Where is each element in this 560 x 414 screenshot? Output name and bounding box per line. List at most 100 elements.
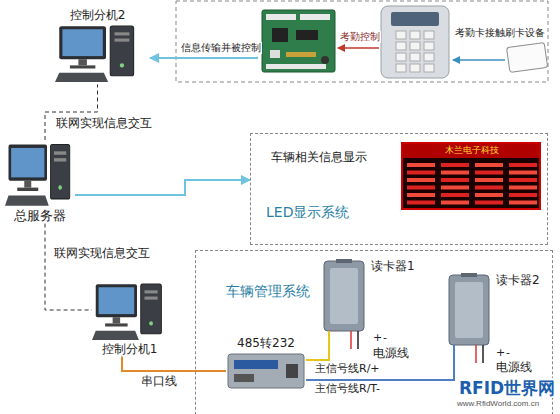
annotation: 考勤卡接触刷卡设备 xyxy=(454,27,546,39)
led-panel xyxy=(475,193,503,197)
led-panel xyxy=(509,186,537,190)
controller-board xyxy=(266,64,326,69)
node-label: LED显示系统 xyxy=(266,204,349,221)
computer-icon xyxy=(145,290,158,293)
controller-board xyxy=(286,52,316,57)
reader-icon xyxy=(475,345,477,363)
edge-label: 联网实现信息交互 xyxy=(55,116,153,130)
node-label: 车辆管理系统 xyxy=(226,283,310,300)
led-panel xyxy=(475,186,503,190)
computer-icon xyxy=(11,148,44,177)
keypad-reader xyxy=(396,42,406,50)
node-label: 控制分机2 xyxy=(70,8,126,22)
led-panel xyxy=(475,171,503,175)
led-panel xyxy=(441,186,469,190)
polarity-mark: - xyxy=(505,346,511,359)
keypad-reader xyxy=(410,53,420,61)
node-label: 读卡器2 xyxy=(496,273,540,287)
reader-icon xyxy=(336,259,352,263)
keypad-reader xyxy=(396,64,406,72)
keypad-reader xyxy=(424,31,434,39)
computer-icon xyxy=(78,60,87,66)
reader-icon xyxy=(330,268,358,324)
reader-icon xyxy=(446,273,492,363)
computer-icon xyxy=(92,280,167,342)
connector xyxy=(75,180,250,195)
card-reader: 读卡器2 xyxy=(446,273,540,363)
led-panel xyxy=(509,201,537,205)
computer-icon xyxy=(59,27,106,60)
controller-board xyxy=(321,56,329,64)
connector xyxy=(306,363,454,380)
computer-icon xyxy=(55,73,108,82)
system-region: 车辆相关信息显示LED显示系统 xyxy=(250,133,548,245)
keypad-reader xyxy=(424,42,434,50)
keypad-reader xyxy=(410,64,420,72)
reader-icon xyxy=(461,273,477,277)
polarity-mark: - xyxy=(382,331,388,344)
computer-icon xyxy=(120,64,124,68)
converter-box: 485转232 xyxy=(226,336,306,392)
led-panel xyxy=(475,163,503,167)
controller-board xyxy=(272,28,288,42)
wire-label: 电源线 xyxy=(372,346,410,360)
keypad-reader xyxy=(424,64,434,72)
id-card xyxy=(507,42,548,72)
controller-board xyxy=(262,10,335,72)
edge-label: 主信号线R/T- xyxy=(314,382,381,395)
computer-icon xyxy=(55,22,140,84)
led-panel xyxy=(509,193,537,197)
led-panel xyxy=(441,178,469,182)
controller-board xyxy=(266,14,296,20)
reader-icon xyxy=(453,345,455,363)
keypad-reader xyxy=(381,6,449,78)
converter-icon xyxy=(234,374,254,382)
led-panel xyxy=(509,178,537,182)
led-panel xyxy=(509,163,537,167)
led-panel xyxy=(441,193,469,197)
converter-icon xyxy=(234,360,278,369)
computer-icon xyxy=(149,321,153,325)
icon-holder xyxy=(226,350,306,392)
computer-icon xyxy=(5,140,75,208)
computer-icon xyxy=(51,145,70,199)
converter-icon xyxy=(286,364,298,378)
reader-icon xyxy=(328,331,330,349)
computer-icon xyxy=(141,284,162,334)
controller-board xyxy=(270,50,280,58)
computer-icon xyxy=(99,287,135,314)
annotation: 考勤控制 xyxy=(339,31,381,43)
led-panel xyxy=(475,201,503,205)
connector xyxy=(45,224,92,310)
led-panel xyxy=(475,178,503,182)
keypad-reader xyxy=(410,31,420,39)
icon-holder xyxy=(92,280,167,342)
node-label: 总服务器 xyxy=(14,208,66,224)
computer-icon xyxy=(96,284,137,317)
led-panel xyxy=(441,163,469,167)
controller-board xyxy=(262,10,335,72)
computer-icon xyxy=(70,66,96,69)
computer-icon xyxy=(105,323,128,326)
converter-icon xyxy=(226,350,306,392)
icon-holder xyxy=(5,140,75,208)
connector xyxy=(122,356,226,371)
controller-board xyxy=(296,30,318,40)
connector xyxy=(45,84,98,140)
computer-node: 总服务器 xyxy=(5,140,75,224)
led-panel xyxy=(509,171,537,175)
computer-icon xyxy=(92,331,139,340)
reader-icon xyxy=(350,331,352,349)
led-panel xyxy=(407,201,435,205)
node-label: 485转232 xyxy=(237,336,295,350)
dashed-region xyxy=(176,1,548,82)
keypad-reader xyxy=(396,31,406,39)
edge-label: 串口线 xyxy=(140,374,178,388)
icon-holder xyxy=(55,22,140,84)
card-reader: 读卡器1 xyxy=(321,259,415,349)
arrow xyxy=(453,59,505,61)
connector xyxy=(306,349,329,360)
